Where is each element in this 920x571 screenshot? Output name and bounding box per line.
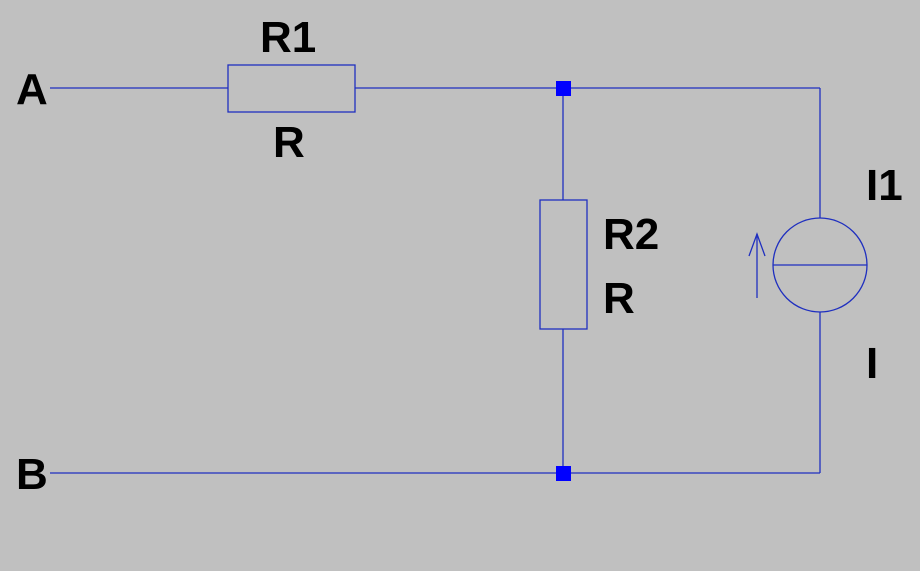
arrow-head	[748, 232, 766, 257]
r1-value-label: R	[273, 118, 305, 167]
current-source-icon[interactable]	[772, 217, 868, 313]
wires	[50, 87, 821, 474]
resistor-r2[interactable]	[539, 199, 588, 330]
current-direction-arrow-icon	[748, 232, 766, 298]
r1-name-label: R1	[260, 13, 316, 62]
i1-value-label: I	[866, 339, 878, 388]
i1-name-label: I1	[866, 161, 903, 210]
junction-top	[556, 81, 571, 96]
r2-name-label: R2	[603, 210, 659, 259]
junction-bottom	[556, 466, 571, 481]
node-a-label: A	[16, 65, 48, 114]
r2-value-label: R	[603, 274, 635, 323]
node-b-label: B	[16, 450, 48, 499]
resistor-r1[interactable]	[227, 64, 356, 113]
